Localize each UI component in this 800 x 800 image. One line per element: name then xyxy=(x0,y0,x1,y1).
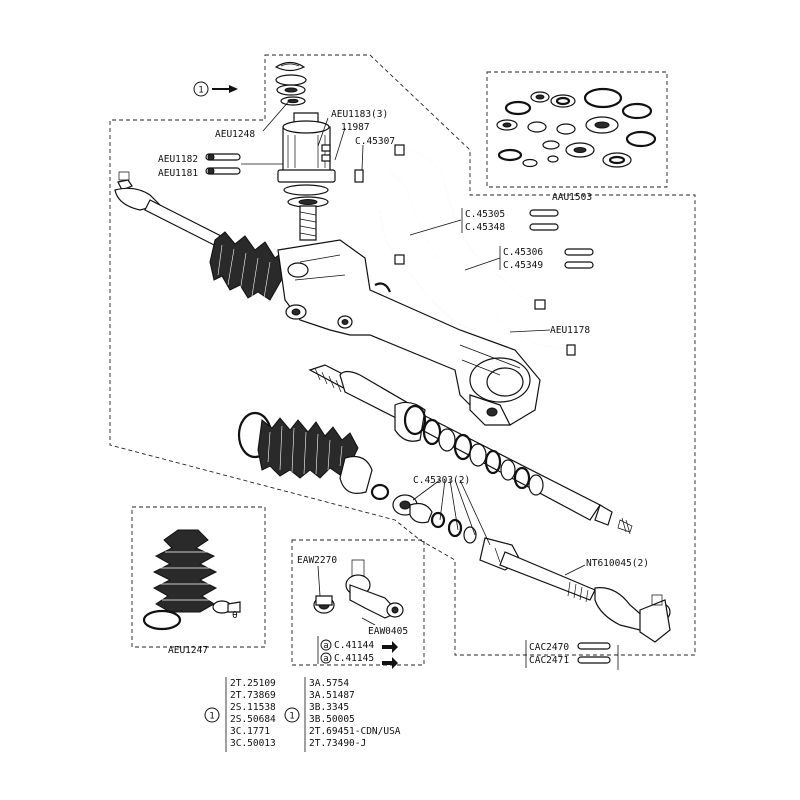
pinion-assembly xyxy=(274,61,336,241)
part-number-col2-row2: 3A.51487 xyxy=(309,690,355,701)
label-eaw2270: EAW2270 xyxy=(297,555,337,566)
label-aeu1247: AEU1247 xyxy=(168,645,208,656)
label-c45307: C.45307 xyxy=(355,136,395,147)
label-c45348: C.45348 xyxy=(465,222,505,233)
label-c45305: C.45305 xyxy=(465,209,505,220)
label-nt610045: NT610045(2) xyxy=(586,558,649,569)
rack-shaft-internals xyxy=(308,364,633,535)
seal-kit-parts xyxy=(496,87,657,168)
label-eaw0405: EAW0405 xyxy=(368,626,408,637)
assembly-boundary-main xyxy=(109,54,696,656)
seal-kit-boundary xyxy=(486,71,668,188)
right-boot-assembly xyxy=(237,411,671,643)
callout-marker-top-text: 1 xyxy=(198,86,203,96)
part-number-col2-row4: 3B.50005 xyxy=(309,714,355,725)
callout-marker-top: 1 xyxy=(193,81,238,97)
part-number-col1-row6: 3C.50013 xyxy=(230,738,276,749)
label-cac2471: CAC2471 xyxy=(529,655,569,666)
leader-lines xyxy=(241,99,619,670)
label-aeu1181: AEU1181 xyxy=(158,168,198,179)
part-number-col2-row1: 3A.5754 xyxy=(309,678,349,689)
part-number-col1-row2: 2T.73869 xyxy=(230,690,276,701)
tie-rod-end-kit-parts xyxy=(313,559,404,619)
part-number-table: 1 1 2T.25109 2T.73869 2S.11538 2S.50684 … xyxy=(204,677,401,752)
label-c45349: C.45349 xyxy=(503,260,543,271)
callout-marker-bottom-right-text: 1 xyxy=(289,712,294,722)
kit-references-cac: CAC2470 CAC2471 xyxy=(525,640,569,668)
kit-references-c411: a a C.41144 C.41145 xyxy=(317,636,398,669)
label-c45303: C.45303(2) xyxy=(413,475,470,486)
label-aeu1183: AEU1183(3) xyxy=(331,109,388,120)
bolt-symbols xyxy=(205,153,611,664)
label-aeu1178: AEU1178 xyxy=(550,325,590,336)
part-number-col1-row1: 2T.25109 xyxy=(230,678,276,689)
part-number-col2-row5: 2T.69451-CDN/USA xyxy=(309,726,401,737)
callout-marker-bottom-left-text: 1 xyxy=(209,712,214,722)
label-aau1503: AAU1503 xyxy=(552,192,592,203)
label-aeu1248: AEU1248 xyxy=(215,129,255,140)
part-number-col1-row3: 2S.11538 xyxy=(230,702,276,713)
boot-kit-parts xyxy=(142,529,241,631)
label-aeu1182: AEU1182 xyxy=(158,154,198,165)
boot-kit-boundary xyxy=(131,506,266,648)
label-c45306: C.45306 xyxy=(503,247,543,258)
label-c41144: C.41144 xyxy=(334,640,374,651)
part-number-col2-row3: 3B.3345 xyxy=(309,702,349,713)
label-11987: 11987 xyxy=(341,122,370,133)
rack-housing xyxy=(114,171,541,426)
label-c41145: C.41145 xyxy=(334,653,374,664)
tie-rod-end-kit-boundary xyxy=(291,539,425,666)
part-number-col1-row4: 2S.50684 xyxy=(230,714,276,725)
hydraulic-pipes xyxy=(354,144,576,356)
circle-a-text: a xyxy=(323,641,328,651)
label-cac2470: CAC2470 xyxy=(529,642,569,653)
circle-b-text: a xyxy=(323,654,328,664)
label-theta: θ xyxy=(232,610,238,621)
part-number-col2-row6: 2T.73490-J xyxy=(309,738,366,749)
part-number-col1-row5: 3C.1771 xyxy=(230,726,270,737)
